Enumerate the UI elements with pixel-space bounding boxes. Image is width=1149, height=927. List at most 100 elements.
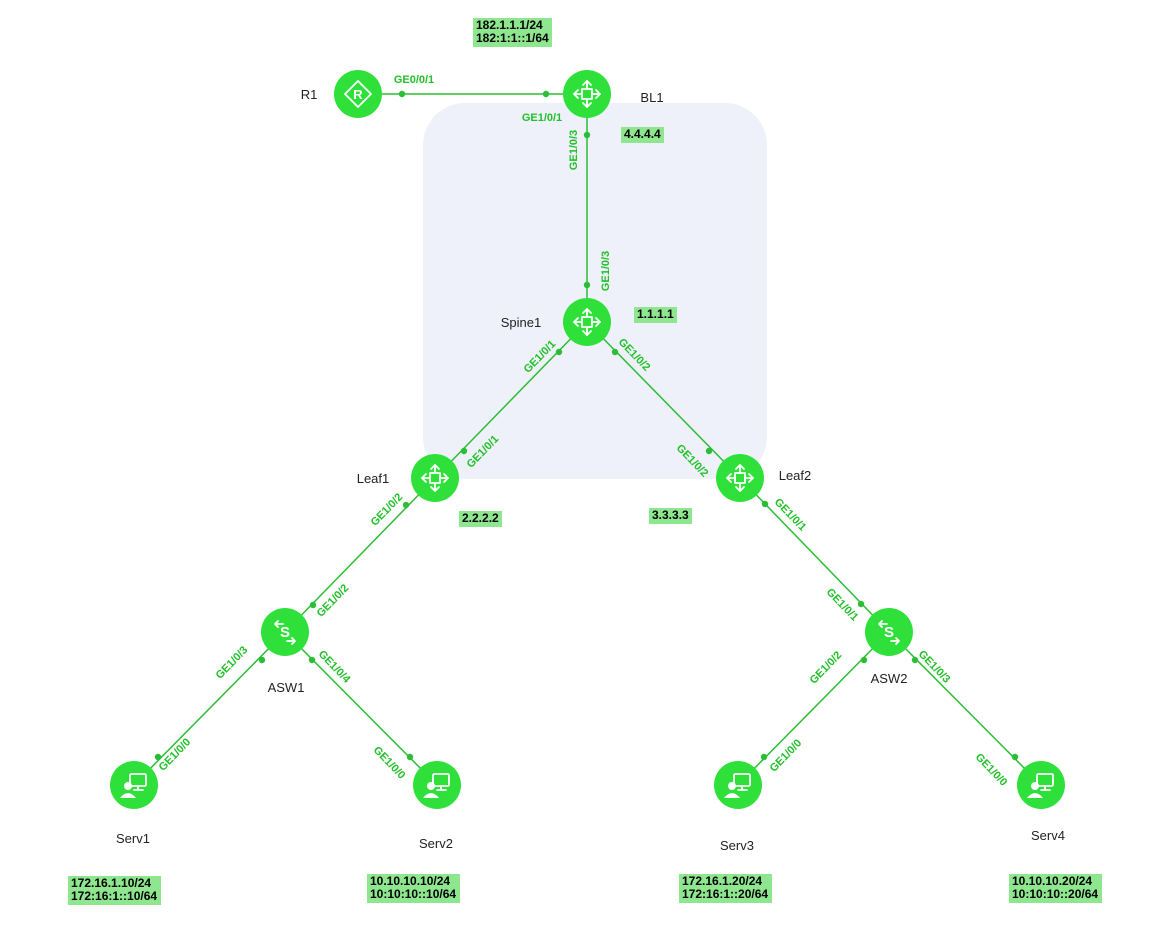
address-bg: [68, 876, 161, 905]
link-asw1-serv1: [133, 631, 286, 786]
port-dot-asw2: [857, 600, 865, 608]
port-dot-leaf1: [460, 447, 468, 455]
address-label-leaf1: 2.2.2.2: [459, 511, 502, 527]
link-leaf2-asw2: [739, 477, 890, 633]
address-bg: [459, 511, 502, 527]
port-label-bl1: GE1/0/1: [522, 112, 562, 124]
port-dot-r1: [398, 90, 406, 98]
port-label-asw2: GE1/0/2: [808, 649, 845, 686]
device-r1[interactable]: RR1: [301, 70, 382, 118]
address-label-spine1: 1.1.1.1: [634, 307, 677, 323]
address-line: 172:16:1::10/64: [71, 889, 157, 903]
port-label-spine1: GE1/0/3: [600, 251, 612, 291]
fabric-zone: [423, 103, 767, 479]
server-user-icon: [724, 773, 751, 798]
address-line: 3.3.3.3: [652, 508, 689, 522]
port-label-asw1: GE1/0/3: [214, 644, 251, 681]
port-dot-asw1: [309, 601, 317, 609]
core-switch-icon: [726, 464, 754, 492]
port-dot-bl1: [542, 90, 550, 98]
port-dot-leaf2: [705, 447, 713, 455]
link-leaf1-asw1: [284, 477, 436, 633]
link-asw1-serv2: [284, 631, 438, 786]
device-label-asw1: ASW1: [268, 680, 305, 695]
svg-text:S: S: [280, 624, 290, 641]
port-dot-bl1: [583, 131, 591, 139]
port-label-leaf1: GE1/0/2: [369, 491, 406, 528]
device-serv3[interactable]: Serv3: [714, 761, 762, 853]
address-line: 1.1.1.1: [637, 307, 674, 321]
port-dot-asw1: [258, 656, 266, 664]
device-serv4[interactable]: Serv4: [1017, 761, 1065, 843]
address-line: 182:1:1::1/64: [476, 31, 549, 45]
port-dot-spine1: [583, 281, 591, 289]
links-layer: [133, 90, 1042, 786]
port-label-r1: GE0/0/1: [394, 74, 434, 86]
port-dot-serv4: [1011, 753, 1019, 761]
port-dot-asw2: [860, 656, 868, 664]
access-switch-icon: S: [274, 620, 296, 645]
port-label-serv1: GE1/0/0: [157, 736, 194, 773]
port-dot-leaf1: [402, 501, 410, 509]
port-label-asw2: GE1/0/1: [824, 586, 861, 623]
port-dot-asw1: [308, 656, 316, 664]
device-bl1[interactable]: BL1: [563, 70, 664, 118]
port-dot-spine1: [611, 348, 619, 356]
device-label-spine1: Spine1: [501, 315, 541, 330]
device-label-leaf1: Leaf1: [357, 471, 390, 486]
core-switch-icon: [573, 80, 601, 108]
port-label-asw1: GE1/0/2: [315, 582, 352, 619]
address-line: 10:10:10::20/64: [1012, 887, 1098, 901]
device-spine1[interactable]: Spine1: [501, 298, 611, 346]
device-label-serv3: Serv3: [720, 838, 754, 853]
address-bg: [1009, 874, 1102, 903]
port-dot-asw2: [911, 656, 919, 664]
device-label-serv4: Serv4: [1031, 828, 1065, 843]
device-leaf1[interactable]: Leaf1: [357, 454, 459, 502]
core-switch-icon: [573, 308, 601, 336]
server-user-icon: [1027, 773, 1054, 798]
device-asw2[interactable]: S ASW2: [865, 608, 913, 686]
port-label-serv4: GE1/0/0: [973, 751, 1010, 788]
address-bg: [634, 307, 677, 323]
server-user-icon: [120, 773, 147, 798]
address-label-bl1: 4.4.4.4: [621, 127, 664, 143]
address-label-leaf2: 3.3.3.3: [649, 508, 692, 524]
device-serv2[interactable]: Serv2: [413, 761, 461, 851]
device-serv1[interactable]: Serv1: [110, 761, 158, 846]
port-dot-spine1: [555, 348, 563, 356]
svg-text:R: R: [353, 87, 363, 102]
link-spine1-leaf1: [434, 321, 588, 479]
address-bg: [621, 127, 664, 143]
address-line: 10.10.10.10/24: [370, 874, 450, 888]
device-label-serv2: Serv2: [419, 836, 453, 851]
address-line: 2.2.2.2: [462, 511, 499, 525]
server-user-icon: [423, 773, 450, 798]
port-dot-serv2: [406, 753, 414, 761]
link-asw2-serv4: [888, 631, 1042, 786]
device-asw1[interactable]: S ASW1: [261, 608, 309, 695]
port-dot-serv1: [154, 753, 162, 761]
svg-text:S: S: [884, 624, 894, 641]
device-label-asw2: ASW2: [871, 671, 908, 686]
device-label-serv1: Serv1: [116, 831, 150, 846]
link-spine1-leaf2: [586, 321, 741, 479]
port-dot-leaf2: [761, 500, 769, 508]
link-asw2-serv3: [737, 631, 890, 786]
address-line: 10:10:10::10/64: [370, 887, 456, 901]
port-label-bl1: GE1/0/3: [568, 130, 580, 170]
address-bg: [679, 874, 772, 903]
address-line: 172.16.1.10/24: [71, 876, 151, 890]
device-leaf2[interactable]: Leaf2: [716, 454, 811, 502]
address-line: 182.1.1.1/24: [476, 18, 543, 32]
address-line: 4.4.4.4: [624, 127, 661, 141]
port-label-serv3: GE1/0/0: [768, 737, 805, 774]
address-line: 172.16.1.20/24: [682, 874, 762, 888]
address-bg: [367, 874, 460, 903]
core-switch-icon: [421, 464, 449, 492]
